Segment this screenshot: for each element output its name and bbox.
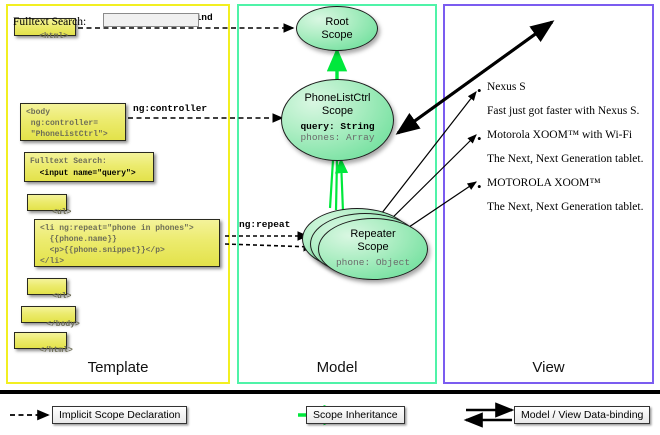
ul-open-box: <ul> bbox=[27, 194, 71, 217]
view-search-label: Fulltext Search: bbox=[13, 16, 87, 28]
body-close-box: </body> bbox=[21, 306, 80, 329]
li-repeat-box: <li ng:repeat="phone in phones"> {{phone… bbox=[34, 219, 220, 267]
panel-model-label: Model bbox=[316, 359, 358, 376]
view-phone-snippet-3: The Next, Next Generation tablet. bbox=[487, 201, 644, 213]
view-phone-name-3: MOTOROLA XOOM™ bbox=[487, 177, 601, 189]
panel-view-label: View bbox=[532, 359, 565, 376]
view-bullet-1: • bbox=[477, 83, 482, 98]
view-phone-name-2: Motorola XOOM™ with Wi-Fi bbox=[487, 129, 633, 141]
root-scope: Root Scope bbox=[296, 6, 378, 51]
fulltext-search-box: Fulltext Search: <input name="query"> bbox=[24, 152, 154, 182]
view-bullet-2: • bbox=[477, 131, 482, 146]
phonelistctrl-scope: PhoneListCtrl Scope query: String phones… bbox=[281, 79, 394, 161]
edge-ng-repeat-2 bbox=[224, 241, 315, 252]
edge-label-ng-repeat: ng:repeat bbox=[239, 219, 291, 230]
legend-divider bbox=[0, 390, 660, 394]
html-close-box: </html> bbox=[14, 332, 73, 355]
legend-scope-inheritance: Scope Inheritance bbox=[306, 406, 405, 424]
legend-implicit-scope-declaration: Implicit Scope Declaration bbox=[52, 406, 188, 424]
view-phone-snippet-2: The Next, Next Generation tablet. bbox=[487, 153, 644, 165]
view-bullet-3: • bbox=[477, 179, 482, 194]
body-box: <body ng:controller= "PhoneListCtrl"> bbox=[20, 103, 126, 141]
edge-binding-phone-1 bbox=[377, 91, 477, 219]
view-search-input[interactable] bbox=[103, 13, 199, 27]
html-open-box: <html> bbox=[14, 18, 76, 41]
repeater-scope: Repeater Scope phone: Object bbox=[318, 218, 428, 280]
legend-data-binding: Model / View Data-binding bbox=[514, 406, 651, 424]
edge-inherit-phonelist-3 bbox=[334, 157, 349, 213]
edge-inherit-phonelist-1 bbox=[328, 159, 335, 209]
view-phone-name-1: Nexus S bbox=[487, 81, 526, 93]
panel-view: View bbox=[443, 4, 654, 384]
edge-label-ng-controller: ng:controller bbox=[133, 103, 208, 114]
panel-template-label: Template bbox=[87, 359, 149, 376]
view-phone-snippet-1: Fast just got faster with Nexus S. bbox=[487, 105, 640, 117]
ul-close-box: <ul> bbox=[27, 278, 71, 301]
edge-binding-input-to-query bbox=[395, 20, 553, 135]
panel-model: Model bbox=[237, 4, 437, 384]
